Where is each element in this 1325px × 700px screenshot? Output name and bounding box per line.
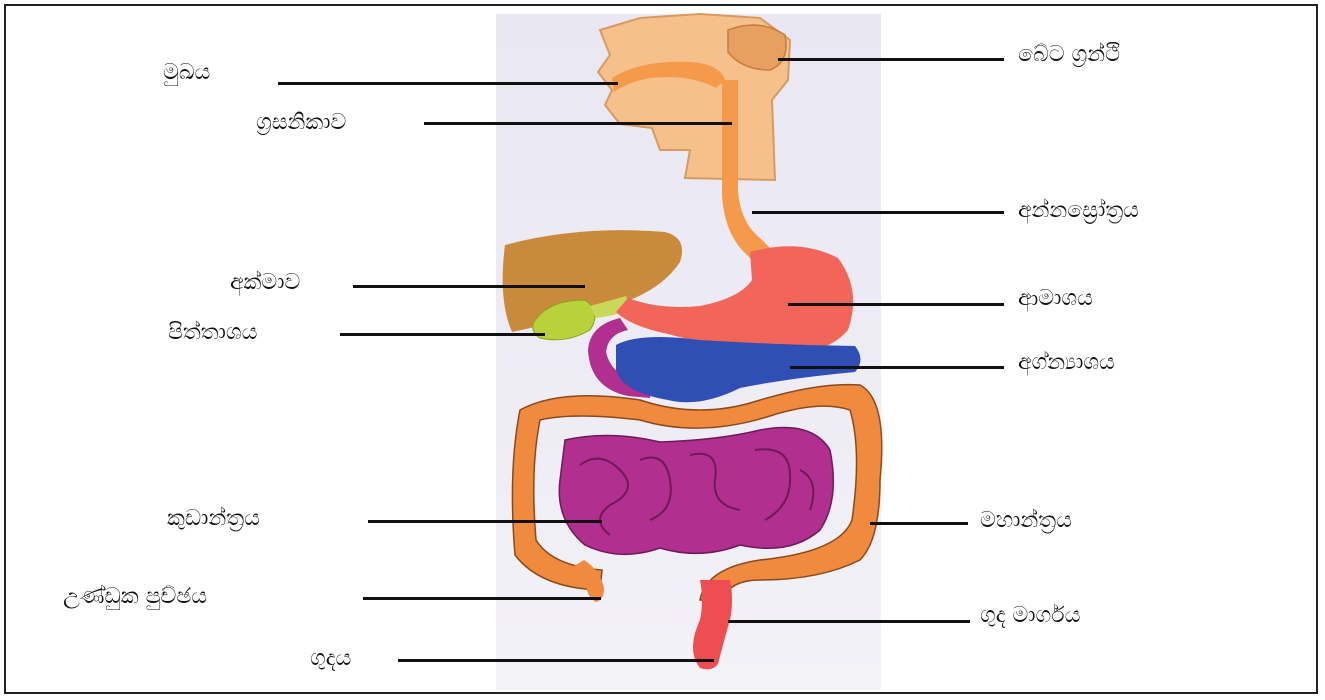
label-large-intestine: මහාන්ත්‍රය — [980, 510, 1072, 532]
pointer-rectum — [728, 620, 970, 623]
label-pharynx: ග්‍රසනිකාව — [256, 112, 346, 134]
pointer-small-intestine — [368, 520, 602, 523]
small-intestine-shape — [559, 428, 833, 555]
label-small-intestine: කුඩාන්ත්‍රය — [167, 508, 260, 530]
label-anus: ගුදය — [310, 648, 351, 670]
pointer-stomach — [788, 303, 1004, 306]
label-salivary-glands: බේට ග්‍රන්ථි — [1018, 44, 1120, 66]
label-appendix: උණ්ඩුක පුච්ඡය — [63, 586, 207, 608]
label-mouth: මුඛය — [163, 62, 210, 84]
pointer-anus — [398, 659, 714, 662]
label-stomach: ආමාශය — [1018, 288, 1093, 310]
label-liver: අක්මාව — [230, 272, 300, 294]
label-esophagus: අන්නස්‍රෝත්‍රය — [1018, 200, 1139, 222]
pointer-mouth — [278, 82, 618, 85]
pointer-large-intestine — [870, 522, 968, 525]
pointer-esophagus — [752, 211, 1004, 214]
pointer-pancreas — [790, 366, 1004, 369]
label-gall-bladder: පිත්තාශය — [168, 322, 257, 344]
label-pancreas: අග්න්‍යාශය — [1018, 352, 1115, 374]
pointer-salivary-glands — [778, 58, 1004, 61]
pointer-appendix — [363, 597, 601, 600]
pointer-gall-bladder — [340, 333, 545, 336]
pointer-pharynx — [424, 122, 732, 125]
pointer-liver — [353, 285, 585, 288]
rectum-shape — [693, 580, 732, 669]
label-rectum: ගුද මාර්ගය — [980, 605, 1080, 627]
